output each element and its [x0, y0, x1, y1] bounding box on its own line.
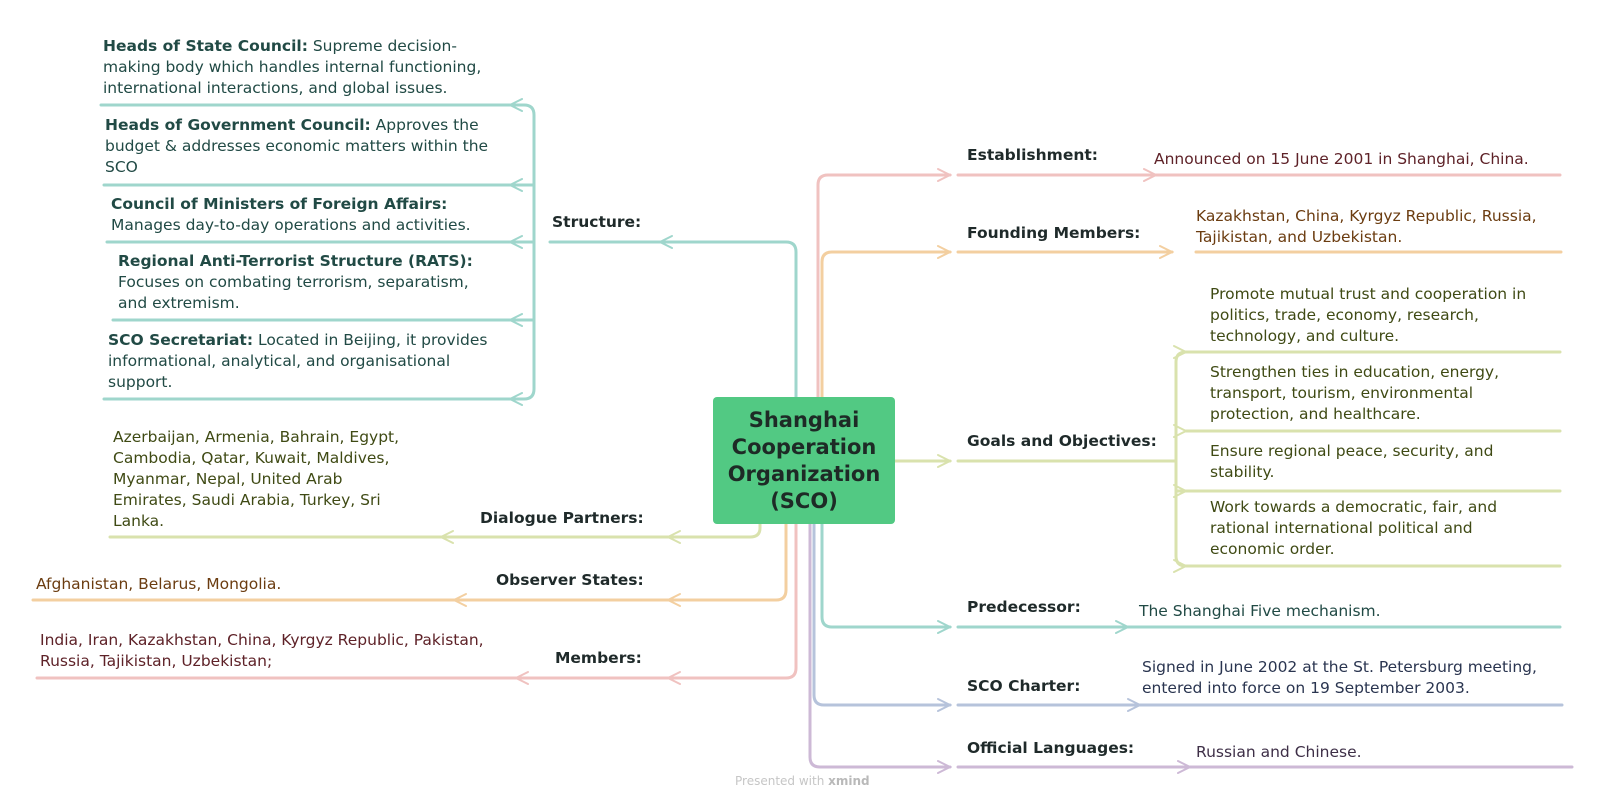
structure-item-title: Council of Ministers of Foreign Affairs: [111, 195, 448, 213]
dialogue-connectors [108, 522, 762, 539]
central-topic[interactable]: Shanghai Cooperation Organization (SCO) [713, 397, 895, 524]
structure-item-heads-of-government[interactable]: Heads of Government Council: Approves th… [105, 115, 491, 178]
goals-item[interactable]: Promote mutual trust and cooperation in … [1210, 285, 1527, 345]
goals-item[interactable]: Work towards a democratic, fair, and rat… [1210, 498, 1498, 558]
founding-members-text[interactable]: Kazakhstan, China, Kyrgyz Republic, Russ… [1196, 207, 1537, 246]
establishment-label[interactable]: Establishment: [967, 146, 1098, 164]
establishment-connectors [816, 173, 1562, 399]
structure-item-text: Focuses on combating terrorism, separati… [118, 273, 469, 312]
goals-item[interactable]: Strengthen ties in education, energy, tr… [1210, 363, 1500, 423]
observer-connectors [31, 508, 788, 602]
official-languages-label[interactable]: Official Languages: [967, 739, 1135, 757]
charter-connectors [812, 522, 1564, 707]
structure-item-title: Regional Anti-Terrorist Structure (RATS)… [118, 252, 473, 270]
structure-item-secretariat[interactable]: SCO Secretariat: Located in Beijing, it … [108, 330, 498, 393]
structure-item-title: Heads of Government Council: [105, 116, 371, 134]
goals-item[interactable]: Ensure regional peace, security, and sta… [1210, 442, 1494, 481]
dialogue-partners-label[interactable]: Dialogue Partners: [480, 509, 644, 527]
structure-label[interactable]: Structure: [552, 213, 642, 231]
structure-connectors [99, 103, 798, 401]
members-text[interactable]: India, Iran, Kazakhstan, China, Kyrgyz R… [40, 631, 484, 670]
footer-credit: Presented with xmind [735, 774, 870, 788]
goals-label[interactable]: Goals and Objectives: [967, 432, 1157, 450]
languages-connectors [808, 522, 1574, 769]
official-languages-text[interactable]: Russian and Chinese. [1196, 743, 1362, 761]
establishment-text[interactable]: Announced on 15 June 2001 in Shanghai, C… [1154, 150, 1529, 168]
sco-charter-label[interactable]: SCO Charter: [967, 677, 1081, 695]
footer-prefix: Presented with [735, 774, 829, 788]
structure-item-heads-of-state[interactable]: Heads of State Council: Supreme decision… [103, 36, 498, 99]
structure-item-title: SCO Secretariat: [108, 331, 254, 349]
founding-connectors [820, 250, 1563, 399]
predecessor-connectors [820, 522, 1562, 629]
predecessor-label[interactable]: Predecessor: [967, 598, 1081, 616]
observer-states-text[interactable]: Afghanistan, Belarus, Mongolia. [36, 575, 282, 593]
sco-charter-text[interactable]: Signed in June 2002 at the St. Petersbur… [1142, 658, 1537, 697]
structure-item-text: Approves the budget & addresses economic… [105, 116, 489, 176]
structure-item-rats[interactable]: Regional Anti-Terrorist Structure (RATS)… [118, 251, 488, 314]
structure-item-title: Heads of State Council: [103, 37, 308, 55]
dialogue-partners-text[interactable]: Azerbaijan, Armenia, Bahrain, Egypt, Cam… [113, 428, 400, 530]
xmind-logo: xmind [828, 774, 870, 788]
observer-states-label[interactable]: Observer States: [496, 571, 644, 589]
members-label[interactable]: Members: [555, 649, 642, 667]
structure-item-text: Located in Beijing, it provides informat… [108, 331, 488, 391]
predecessor-text[interactable]: The Shanghai Five mechanism. [1139, 602, 1381, 620]
structure-item-text: Manages day-to-day operations and activi… [111, 216, 471, 234]
founding-members-label[interactable]: Founding Members: [967, 224, 1141, 242]
members-connectors [35, 518, 798, 680]
structure-item-text: Supreme decision-making body which handl… [103, 37, 482, 97]
structure-item-foreign-affairs[interactable]: Council of Ministers of Foreign Affairs:… [111, 194, 511, 236]
